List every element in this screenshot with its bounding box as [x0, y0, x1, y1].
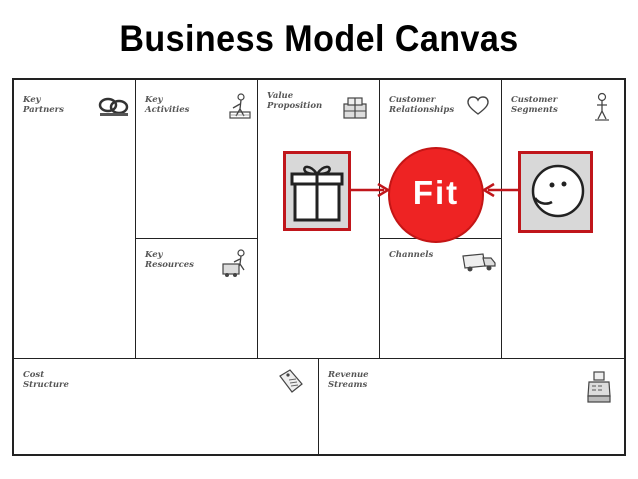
business-model-canvas: Key Partners Key Activities Value Propos…: [12, 78, 626, 456]
factory-worker-icon: [222, 249, 245, 277]
worker-icon: [229, 93, 251, 119]
divider-activities-value: [257, 80, 258, 358]
divider-relationships-segments: [501, 80, 502, 358]
value-proposition-highlight: [283, 151, 351, 231]
delivery-truck-icon: [462, 253, 496, 272]
gift-icon: [290, 165, 344, 222]
divider-partners-activities: [135, 80, 136, 358]
smiley-face-icon: [531, 164, 585, 218]
arrow-head-right: [481, 182, 495, 198]
customer-segments-highlight: [518, 151, 593, 233]
divider-activities-resources: [135, 238, 257, 239]
gift-stack-icon: [343, 97, 367, 119]
divider-value-relationships: [379, 80, 380, 358]
fit-label: Fit: [412, 174, 460, 211]
price-tag-icon: [279, 369, 303, 393]
block-label-revenue-streams: Revenue Streams: [328, 370, 369, 390]
block-label-key-resources: Key Resources: [145, 250, 194, 270]
fit-badge: [388, 147, 484, 243]
page-title: Business Model Canvas: [119, 18, 519, 59]
divider-bottom-row: [14, 358, 624, 359]
divider-cost-revenue: [318, 358, 319, 454]
block-label-customer-segments: Customer Segments: [511, 95, 558, 115]
block-label-cost-structure: Cost Structure: [23, 370, 69, 390]
block-label-key-partners: Key Partners: [23, 95, 64, 115]
person-icon: [595, 92, 609, 121]
block-label-value-proposition: Value Proposition: [267, 91, 323, 111]
block-label-customer-relationships: Customer Relationships: [389, 95, 455, 115]
block-label-key-activities: Key Activities: [145, 95, 190, 115]
block-label-channels: Channels: [389, 250, 434, 260]
cash-register-icon: [587, 371, 611, 403]
heart-icon: [467, 96, 489, 115]
chain-links-icon: [98, 97, 129, 116]
